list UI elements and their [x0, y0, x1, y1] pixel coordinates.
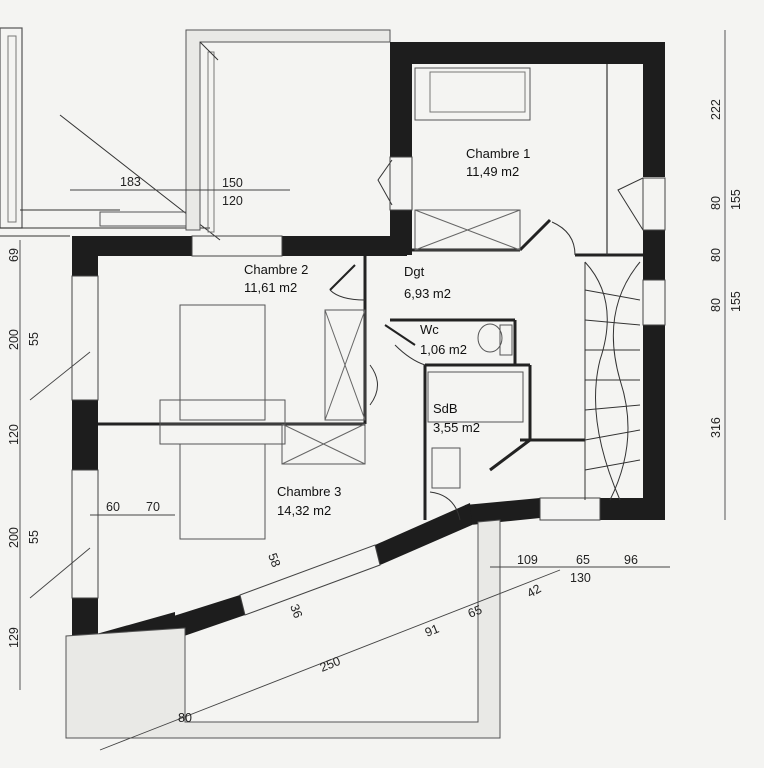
dim-91: 91: [423, 622, 441, 640]
exterior-walls: [72, 42, 665, 725]
door-swings: [329, 159, 644, 521]
wc-name: Wc: [420, 322, 439, 337]
sdb-area: 3,55 m2: [433, 420, 480, 435]
dim-58: 58: [265, 551, 283, 569]
dim-80-c: 80: [709, 298, 723, 312]
dim-150: 150: [222, 176, 243, 190]
top-annex: [185, 29, 391, 233]
staircase: [584, 261, 641, 501]
dim-130: 130: [570, 571, 591, 585]
dim-65-a: 65: [576, 553, 590, 567]
dim-65-b: 65: [466, 603, 484, 621]
chambre2-area: 11,61 m2: [244, 280, 297, 295]
dgt-name: Dgt: [404, 264, 425, 279]
dim-80-a: 80: [709, 196, 723, 210]
dim-222: 222: [709, 99, 723, 120]
dim-120-top: 120: [222, 194, 243, 208]
dim-200-a: 200: [7, 329, 21, 350]
dim-129: 129: [7, 627, 21, 648]
dim-200-b: 200: [7, 527, 21, 548]
dim-120-left: 120: [7, 424, 21, 445]
dgt-area: 6,93 m2: [404, 286, 451, 301]
sdb-name: SdB: [433, 401, 458, 416]
windows: [71, 156, 666, 616]
chambre3-area: 14,32 m2: [277, 503, 331, 518]
dim-60: 60: [106, 500, 120, 514]
dim-42: 42: [525, 581, 544, 600]
dim-70: 70: [146, 500, 160, 514]
wc-area: 1,06 m2: [420, 342, 467, 357]
dim-316: 316: [709, 417, 723, 438]
dimension-lines: [19, 30, 726, 751]
dim-69: 69: [7, 248, 21, 262]
chambre3-name: Chambre 3: [277, 484, 341, 499]
dim-36: 36: [287, 602, 305, 620]
bottom-terrace: [65, 519, 501, 739]
dim-155-b: 155: [729, 291, 743, 312]
chambre1-name: Chambre 1: [466, 146, 530, 161]
dim-80-bottom: 80: [178, 711, 192, 725]
dim-96: 96: [624, 553, 638, 567]
dim-55-b: 55: [27, 530, 41, 544]
dim-80-b: 80: [709, 248, 723, 262]
dim-55-a: 55: [27, 332, 41, 346]
chambre2-name: Chambre 2: [244, 262, 308, 277]
dim-183: 183: [120, 175, 141, 189]
furniture: [159, 67, 531, 540]
dim-109: 109: [517, 553, 538, 567]
dim-250: 250: [318, 654, 343, 675]
chambre1-area: 11,49 m2: [466, 164, 519, 179]
dim-155-a: 155: [729, 189, 743, 210]
